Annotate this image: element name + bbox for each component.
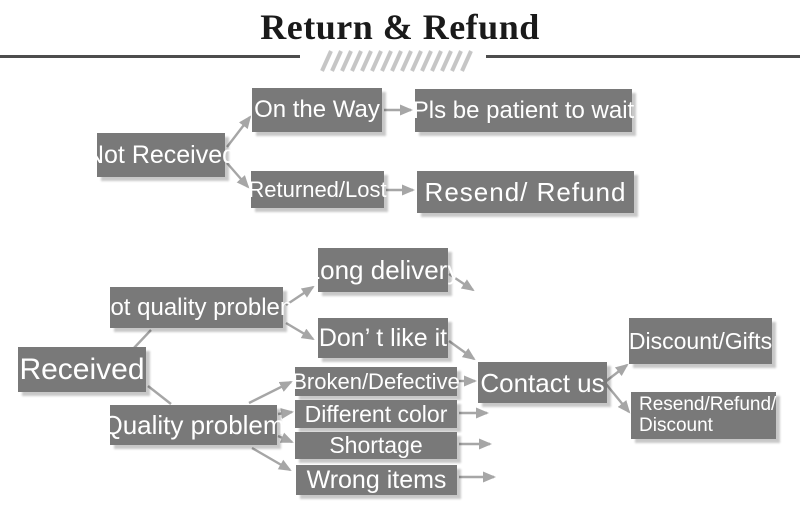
node-resend-refund: Resend/ Refund [417, 171, 634, 213]
node-received: Received [18, 347, 146, 392]
node-returned-lost: Returned/Lost [248, 171, 387, 208]
node-contact-us: Contact us [478, 362, 607, 403]
node-dont-like-it: Don’ t like it [318, 318, 448, 358]
page-title: Return & Refund [260, 7, 540, 47]
node-line-1: Resend/Refund/ [639, 393, 777, 415]
node-wrong-items: Wrong items [296, 465, 457, 495]
title-divider-right [486, 55, 800, 58]
node-quality-problem: Quality problem [102, 405, 285, 445]
node-pls-be-patient: Pls be patient to wait [413, 89, 634, 132]
node-not-quality-problem: Not quality problem [93, 287, 300, 328]
node-discount-gifts: Discount/Gifts [629, 318, 772, 364]
title-divider-left [0, 55, 300, 58]
node-different-color: Different color [295, 400, 457, 428]
node-not-received: Not Received [86, 133, 236, 177]
node-broken-defective: Broken/Defective [292, 367, 460, 396]
node-resend-refund-discount: Resend/Refund/ Discount [631, 392, 776, 439]
node-long-delivery: Long delivery [306, 248, 460, 292]
node-line-2: Discount [639, 414, 713, 436]
node-shortage: Shortage [295, 432, 457, 459]
node-on-the-way: On the Way [252, 88, 382, 132]
hatch-decoration [320, 50, 473, 72]
flow-arrow-lines [132, 104, 631, 483]
